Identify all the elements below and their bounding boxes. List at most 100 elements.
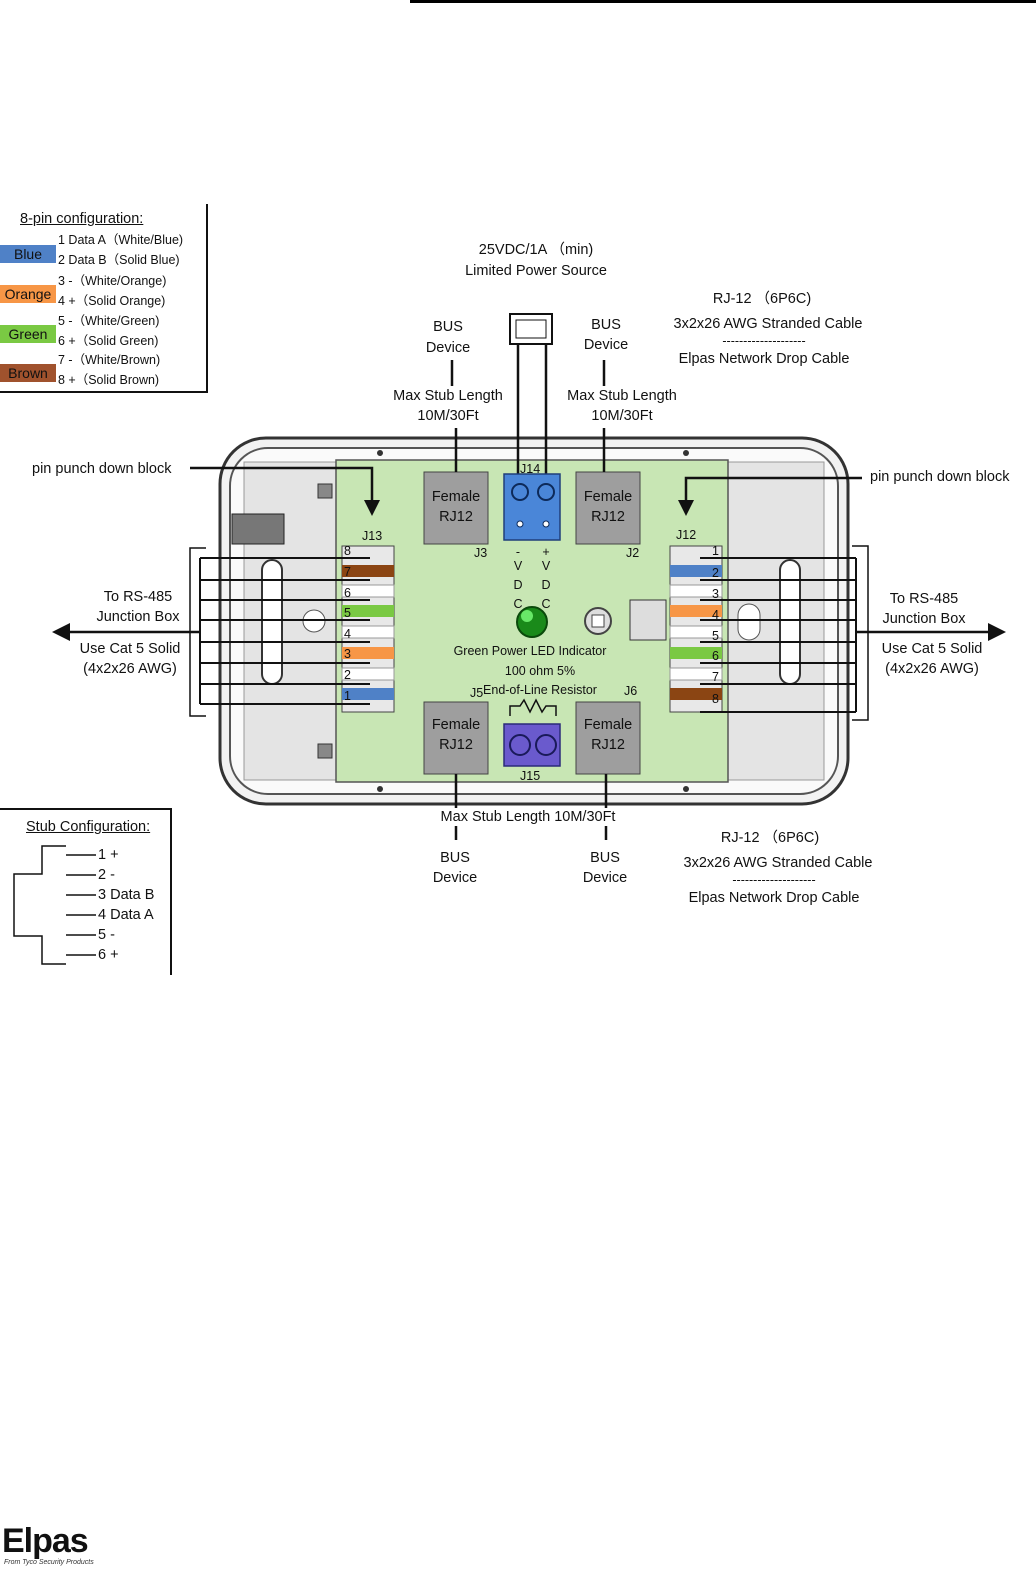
- pin-number: 4: [344, 627, 351, 641]
- jack-label-rj12: RJ12: [591, 509, 625, 525]
- awg-label: (4x2x26 AWG): [885, 661, 979, 677]
- elpas-logo: Elpas: [2, 1522, 89, 1560]
- punch-arrow-right: [684, 476, 862, 505]
- pin-number: 8: [344, 544, 351, 558]
- screw-terminal-icon: [509, 734, 531, 756]
- cable-divider: --------------------: [722, 334, 806, 348]
- screw-icon: [683, 450, 689, 456]
- punch-block-label-right: pin punch down block: [870, 469, 1010, 485]
- stub-length-label: Max Stub Length: [393, 388, 503, 404]
- swatch-orange: Orange: [0, 285, 56, 303]
- pin-number: 3: [344, 647, 351, 661]
- wire-brown: [670, 688, 722, 700]
- wire-green: [670, 647, 722, 659]
- button-center: [591, 614, 605, 628]
- resistor-icon: [509, 698, 557, 716]
- pin-number: 7: [344, 565, 351, 579]
- legend-title: 8-pin configuration:: [20, 211, 144, 227]
- wire-blue: [670, 565, 722, 577]
- pin-number: 1: [344, 689, 351, 703]
- jack-label-rj12: RJ12: [439, 509, 473, 525]
- cable-type-label: RJ-12 （6P6C): [720, 830, 820, 846]
- resistor-value: 100 ohm 5%: [504, 664, 576, 678]
- jack-label-female: Female: [583, 717, 633, 733]
- label-j3: J3: [474, 546, 488, 560]
- connector-icon: [629, 599, 667, 641]
- stub-length-value: 10M/30Ft: [417, 408, 479, 424]
- pin-number: 7: [712, 670, 719, 684]
- vdc-minus-c: C: [513, 597, 523, 611]
- screw-icon: [377, 450, 383, 456]
- rs485-label: To RS-485: [889, 591, 959, 607]
- stub-configuration: Stub Configuration:: [0, 808, 172, 975]
- jack-label-female: Female: [431, 717, 481, 733]
- screw-terminal-icon: [511, 483, 529, 501]
- vdc-plus-d: D: [541, 578, 551, 592]
- cable-spec-label: 3x2x26 AWG Stranded Cable: [673, 316, 863, 332]
- right-arrow-head-icon: [988, 623, 1006, 641]
- label-j15: J15: [520, 769, 541, 783]
- wire-orange: [342, 647, 394, 659]
- vdc-plus-sign: +: [542, 545, 550, 559]
- jack-j5: [423, 701, 489, 775]
- stub-plug-outline: [13, 845, 96, 965]
- wire-green: [342, 605, 394, 617]
- punch-block-label-left: pin punch down block: [32, 461, 172, 477]
- cat5-label: Use Cat 5 Solid: [881, 641, 983, 657]
- mounting-hole-right: [737, 603, 761, 641]
- latch-icon: [231, 513, 285, 545]
- jack-label-rj12: RJ12: [591, 737, 625, 753]
- arrow-down-icon: [678, 500, 694, 516]
- pin-number: 5: [344, 606, 351, 620]
- terminal-hole-icon: [516, 520, 524, 528]
- device-label: Device: [425, 340, 471, 356]
- jack-label-female: Female: [583, 489, 633, 505]
- legend-pin-4: 4 +（Solid Orange): [58, 294, 166, 308]
- vdc-minus-d: D: [513, 578, 523, 592]
- jack-j3: [423, 471, 489, 545]
- cable-name-label: Elpas Network Drop Cable: [688, 890, 860, 906]
- jack-j2: [575, 471, 641, 545]
- label-j6: J6: [624, 684, 638, 698]
- vdc-minus-v: V: [513, 559, 523, 573]
- jack-j6: [575, 701, 641, 775]
- stub-pin-5: 5 -: [98, 927, 115, 943]
- led-highlight: [521, 610, 533, 622]
- stub-config-title: Stub Configuration:: [26, 819, 151, 835]
- legend-pin-7: 7 -（White/Brown): [58, 353, 161, 367]
- left-arrow-head-icon: [52, 623, 70, 641]
- legend-pin-3: 3 -（White/Orange): [58, 274, 167, 288]
- vdc-minus-sign: -: [515, 545, 521, 559]
- legend-pin-6: 6 +（Solid Green): [58, 334, 159, 348]
- swatch-brown: Brown: [0, 364, 56, 382]
- pin-legend: 8-pin configuration: Blue Orange Green B…: [0, 204, 208, 393]
- cable-type-label: RJ-12 （6P6C): [712, 291, 812, 307]
- bus-label: BUS: [440, 850, 470, 866]
- brand-tagline: From Tyco Security Products: [4, 1559, 94, 1566]
- mounting-slot-right: [779, 559, 801, 685]
- wire-white-green: [669, 667, 723, 681]
- arrow-down-icon: [364, 500, 380, 516]
- bus-label: BUS: [591, 317, 621, 333]
- punch-arrow-left: [190, 466, 374, 505]
- rs485-label: To RS-485: [103, 589, 173, 605]
- cat5-label: Use Cat 5 Solid: [79, 641, 181, 657]
- screw-terminal-icon: [537, 483, 555, 501]
- label-j14: J14: [520, 462, 541, 476]
- pin-number: 1: [712, 544, 719, 558]
- device-label: Device: [583, 337, 629, 353]
- swatch-blue: Blue: [0, 245, 56, 263]
- jack-label-rj12: RJ12: [439, 737, 473, 753]
- left-cable-wires: [199, 557, 370, 705]
- cable-spec-label: 3x2x26 AWG Stranded Cable: [683, 855, 873, 871]
- pin-number: 2: [344, 668, 351, 682]
- device-label: Device: [432, 870, 478, 886]
- power-label-1: 25VDC/1A （min): [478, 242, 594, 258]
- vdc-plus-v: V: [541, 559, 551, 573]
- label-j5: J5: [470, 686, 484, 700]
- pin-number: 2: [712, 566, 719, 580]
- junction-box-label: Junction Box: [882, 611, 966, 627]
- legend-pin-8: 8 +（Solid Brown): [58, 373, 160, 387]
- right-cable-wires: [700, 557, 857, 713]
